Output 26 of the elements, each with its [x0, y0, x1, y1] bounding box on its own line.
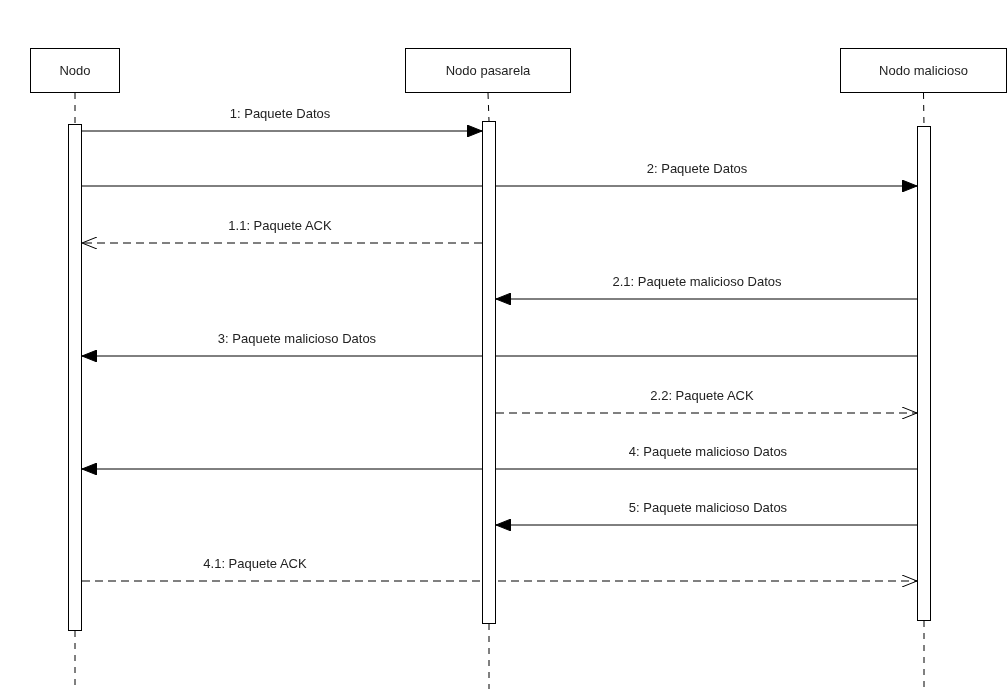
- activation-bar: [482, 121, 496, 624]
- participant-box: Nodo pasarela: [405, 48, 571, 93]
- message-label: 5: Paquete malicioso Datos: [626, 500, 790, 515]
- message-label: 3: Paquete malicioso Datos: [215, 331, 379, 346]
- message-arrow: [81, 349, 918, 363]
- participant-box: Nodo malicioso: [840, 48, 1007, 93]
- message-label: 2: Paquete Datos: [644, 161, 750, 176]
- message-label: 1: Paquete Datos: [227, 106, 333, 121]
- message-label: 2.2: Paquete ACK: [648, 388, 756, 403]
- message-arrow: [81, 179, 918, 193]
- participant-box: Nodo: [30, 48, 120, 93]
- activation-bar: [917, 126, 931, 621]
- lifeline: [74, 92, 76, 125]
- message-arrow: [495, 292, 918, 306]
- reply-arrow: [81, 236, 483, 250]
- message-label: 1.1: Paquete ACK: [226, 218, 334, 233]
- reply-arrow: [81, 574, 918, 588]
- message-label: 2.1: Paquete malicioso Datos: [610, 274, 784, 289]
- activation-bar: [68, 124, 82, 631]
- message-label: 4.1: Paquete ACK: [201, 556, 309, 571]
- message-arrow: [81, 462, 918, 476]
- message-label: 4: Paquete malicioso Datos: [626, 444, 790, 459]
- message-arrow: [495, 518, 918, 532]
- message-arrow: [81, 124, 483, 138]
- reply-arrow: [495, 406, 918, 420]
- lifeline: [487, 92, 490, 122]
